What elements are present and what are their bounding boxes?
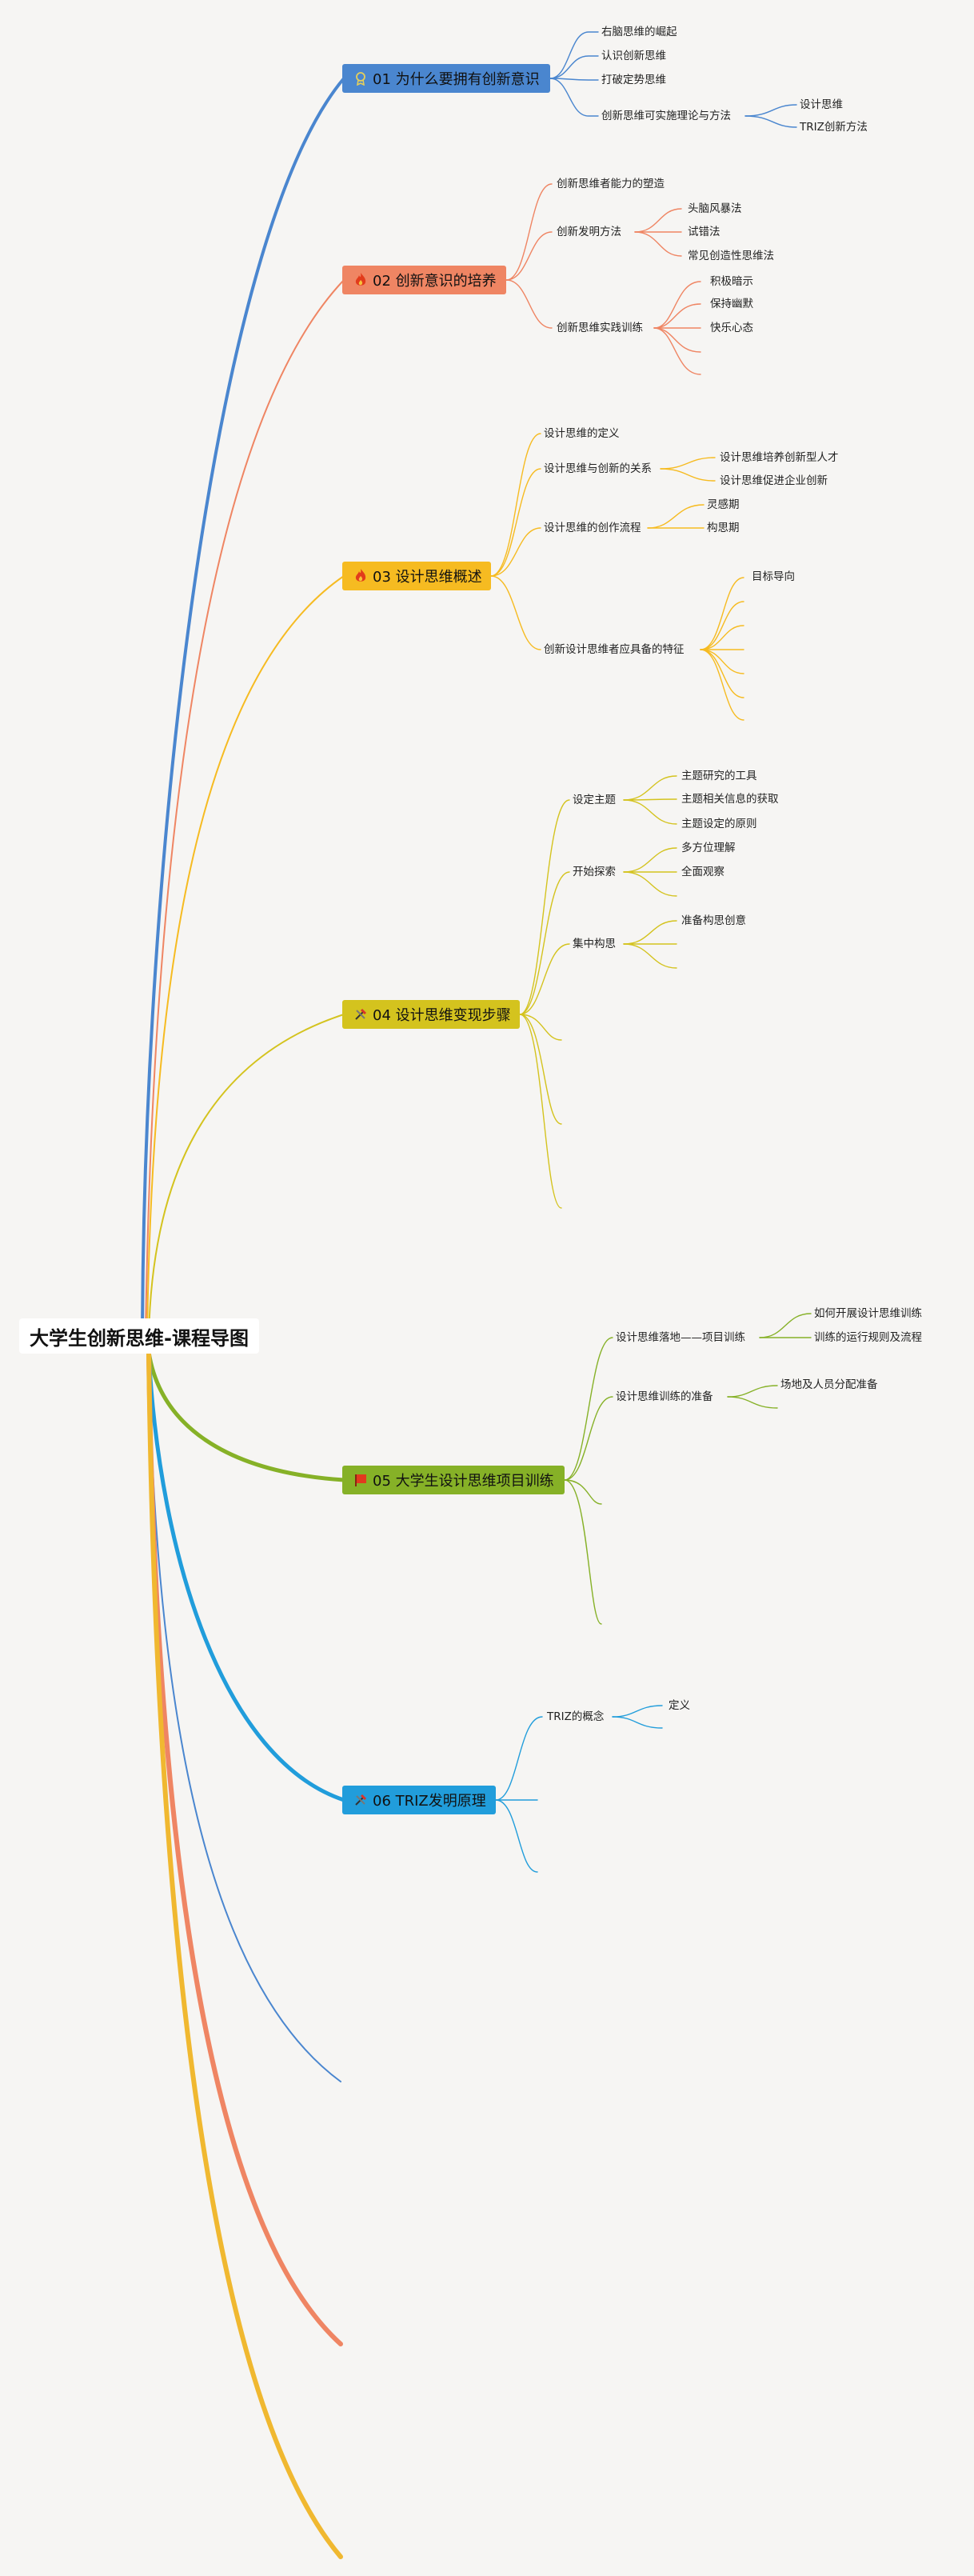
t1-child-3[interactable]: 打破定势思维 — [601, 74, 666, 86]
t2-method-2[interactable]: 试错法 — [688, 226, 721, 238]
topic-02[interactable]: 02 创新意识的培养 — [342, 266, 506, 294]
t3-relation-1[interactable]: 设计思维培养创新型人才 — [720, 451, 839, 464]
root-title: 大学生创新思维-课程导图 — [30, 1326, 249, 1350]
t6-concept-1[interactable]: 定义 — [669, 1699, 690, 1712]
fire-icon — [353, 568, 368, 584]
t1-child-2[interactable]: 认识创新思维 — [601, 50, 666, 62]
t4-child-1[interactable]: 设定主题 — [573, 794, 616, 806]
topic-03[interactable]: 03 设计思维概述 — [342, 562, 491, 590]
t5-child-2[interactable]: 设计思维训练的准备 — [616, 1390, 713, 1403]
topic-06-label: 06 TRIZ发明原理 — [373, 1793, 486, 1810]
topic-05[interactable]: 05 大学生设计思维项目训练 — [342, 1466, 565, 1494]
t4-explore-2[interactable]: 全面观察 — [681, 866, 725, 878]
t4-theme-3[interactable]: 主题设定的原则 — [681, 818, 757, 830]
branch-line-topic-2 — [145, 279, 345, 1337]
t6-child-1[interactable]: TRIZ的概念 — [547, 1710, 605, 1723]
t4-ideate-1[interactable]: 准备构思创意 — [681, 914, 746, 927]
t5-landing-1[interactable]: 如何开展设计思维训练 — [814, 1307, 922, 1320]
t3-child-4[interactable]: 创新设计思维者应具备的特征 — [544, 643, 685, 656]
t3-trait-1[interactable]: 目标导向 — [752, 570, 795, 583]
topic-04[interactable]: 04 设计思维变现步骤 — [342, 1000, 520, 1029]
t2-child-1[interactable]: 创新思维者能力的塑造 — [557, 178, 665, 190]
t2-child-2[interactable]: 创新发明方法 — [557, 226, 621, 238]
t2-method-3[interactable]: 常见创造性思维法 — [688, 250, 774, 262]
topic-01[interactable]: 01 为什么要拥有创新意识 — [342, 64, 550, 93]
t4-child-3[interactable]: 集中构思 — [573, 938, 616, 950]
t1-sub-2[interactable]: TRIZ创新方法 — [800, 121, 868, 134]
t5-child-1[interactable]: 设计思维落地——项目训练 — [616, 1331, 745, 1344]
root-topic[interactable]: 大学生创新思维-课程导图 — [19, 1318, 259, 1354]
fire-icon — [353, 272, 368, 288]
topic-06[interactable]: 06 TRIZ发明原理 — [342, 1786, 496, 1814]
flag-icon — [353, 1472, 368, 1488]
root-branches — [141, 77, 346, 2559]
branch-line-empty-2 — [146, 1351, 343, 2346]
award-icon — [353, 70, 368, 86]
t3-process-2[interactable]: 构思期 — [707, 522, 740, 534]
topic-02-label: 02 创新意识的培养 — [373, 273, 497, 290]
branch-line-topic-3 — [146, 575, 345, 1337]
t1-child-1[interactable]: 右脑思维的崛起 — [601, 26, 677, 38]
topic-05-label: 05 大学生设计思维项目训练 — [373, 1473, 554, 1490]
t4-child-2[interactable]: 开始探索 — [573, 866, 616, 878]
t3-child-3[interactable]: 设计思维的创作流程 — [544, 522, 641, 534]
t3-child-1[interactable]: 设计思维的定义 — [544, 427, 620, 440]
branch-line-topic-5 — [146, 1350, 346, 1482]
t4-explore-1[interactable]: 多方位理解 — [681, 842, 736, 854]
t1-sub-1[interactable]: 设计思维 — [800, 98, 843, 111]
t5-landing-2[interactable]: 训练的运行规则及流程 — [814, 1331, 922, 1344]
topic-04-label: 04 设计思维变现步骤 — [373, 1007, 511, 1024]
t4-theme-1[interactable]: 主题研究的工具 — [681, 770, 757, 782]
t2-child-3[interactable]: 创新思维实践训练 — [557, 322, 643, 334]
t1-child-4[interactable]: 创新思维可实施理论与方法 — [601, 110, 731, 122]
t2-practice-1[interactable]: 积极暗示 — [710, 275, 753, 288]
t2-practice-2[interactable]: 保持幽默 — [710, 298, 753, 310]
t2-practice-3[interactable]: 快乐心态 — [710, 322, 753, 334]
branch-line-empty-3 — [146, 1351, 343, 2559]
t2-method-1[interactable]: 头脑风暴法 — [688, 202, 742, 215]
branch-line-topic-6 — [146, 1351, 346, 1802]
branch-line-topic-4 — [148, 1014, 345, 1337]
t5-prep-1[interactable]: 场地及人员分配准备 — [780, 1378, 878, 1391]
tools-icon — [353, 1792, 368, 1808]
branch-line-topic-1 — [141, 77, 345, 1338]
topic-01-label: 01 为什么要拥有创新意识 — [373, 71, 540, 88]
t3-process-1[interactable]: 灵感期 — [707, 498, 740, 511]
topic-03-label: 03 设计思维概述 — [373, 569, 482, 586]
t4-theme-2[interactable]: 主题相关信息的获取 — [681, 793, 779, 806]
t3-relation-2[interactable]: 设计思维促进企业创新 — [720, 474, 828, 487]
t3-child-2[interactable]: 设计思维与创新的关系 — [544, 462, 652, 475]
tools-icon — [353, 1006, 368, 1022]
